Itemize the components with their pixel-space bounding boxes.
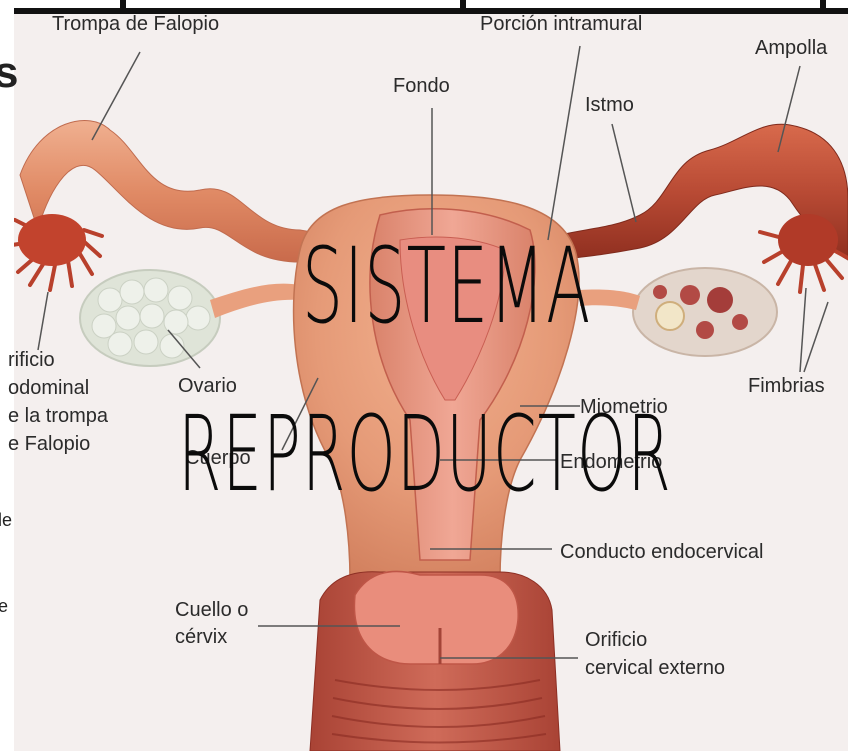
left-fimbriae-base — [18, 214, 86, 266]
label-orificio-cervical-1: Orificio — [585, 628, 647, 652]
cropped-fragment-2: e — [0, 596, 8, 617]
label-fimbrias: Fimbrias — [748, 374, 825, 398]
label-trompa-de-falopio: Trompa de Falopio — [52, 12, 219, 36]
label-orificio-abdominal-4: e Falopio — [8, 432, 90, 456]
label-fondo: Fondo — [393, 74, 450, 98]
label-orificio-abdominal-1: rificio — [8, 348, 55, 372]
right-fimbriae-base — [778, 214, 838, 266]
label-conducto-endocervical: Conducto endocervical — [560, 540, 763, 564]
label-orificio-cervical-2: cervical externo — [585, 656, 725, 680]
label-cuello-1: Cuello o — [175, 598, 248, 622]
title-line-1: SISTEMA — [302, 226, 591, 346]
title-line-2: REPRODUCTOR — [178, 394, 672, 514]
right-ovary — [633, 268, 777, 356]
label-porcion-intramural: Porción intramural — [480, 12, 642, 36]
label-istmo: Istmo — [585, 93, 634, 117]
cervix — [354, 572, 518, 665]
cropped-letter: s — [0, 48, 18, 98]
label-orificio-abdominal-3: e la trompa — [8, 404, 108, 428]
label-orificio-abdominal-2: odominal — [8, 376, 89, 400]
label-ampolla: Ampolla — [755, 36, 827, 60]
cropped-fragment-1: le — [0, 510, 12, 531]
label-cuello-2: cérvix — [175, 625, 227, 649]
